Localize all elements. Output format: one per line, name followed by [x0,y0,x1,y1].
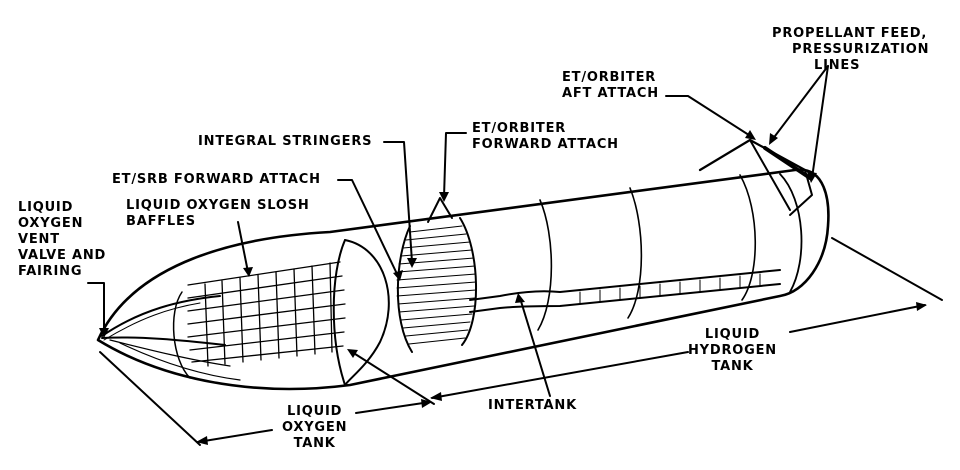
lh2-ring-2 [627,187,643,319]
arrow-orbiter-aft [745,130,756,140]
feed-line-upper [469,269,781,301]
arrow-intertank [515,293,525,303]
lh2-ring-3 [739,174,757,301]
leader-orbiter-aft-attach [665,95,753,138]
leader-srb-forward-attach [337,179,399,277]
dim-line-lox-right [355,401,431,414]
label-liquid-hydrogen-tank: LIQUID HYDROGEN TANK [688,327,777,374]
arrow-lox-vent [99,328,109,338]
lh2-ring-1 [537,199,553,331]
dim-line-lh2-right [789,304,926,333]
label-slosh-baffles: LIQUID OXYGEN SLOSH BAFFLES [126,198,310,229]
feed-line-lower [469,283,781,313]
label-srb-forward-attach: ET/SRB FORWARD ATTACH [112,172,321,187]
lox-aft-dome [344,239,390,386]
arrow-dim-lh2-left [430,392,442,401]
label-liquid-oxygen-tank: LIQUID OXYGEN TANK [282,404,348,451]
dim-tick-left [99,351,201,446]
lh2-aft-dome [779,173,803,293]
leader-lox-tank [351,351,435,405]
leader-slosh-baffles [237,221,249,273]
arrow-dim-lox-right [421,399,432,408]
intertank-aft-edge [459,217,477,346]
fwd-orbiter-attach [427,197,453,223]
slosh-baffles [187,261,346,367]
arrow-dim-lh2-right [916,302,927,311]
arrow-srb [393,270,403,281]
nose-seam-upper [101,295,221,337]
leader-intertank [519,297,551,397]
arrow-lox-tank [347,349,358,358]
dim-tick-right [831,237,943,301]
leader-integral-stringers [383,141,413,263]
nose-seam-lower [101,336,226,346]
label-orbiter-forward-attach: ET/ORBITER FORWARD ATTACH [472,121,619,152]
propellant-line [763,146,812,180]
integral-stringers [396,225,477,345]
arrow-stringers [407,258,417,268]
tank-outline [96,168,830,391]
arrow-orbiter-fwd [439,192,449,202]
ogive-ring [172,291,191,379]
arrow-slosh [243,267,253,277]
leader-propellant-lines-1 [771,65,829,141]
leader-propellant-lines-2 [811,65,829,179]
label-orbiter-aft-attach: ET/ORBITER AFT ATTACH [562,70,659,101]
aft-attach-strut-2 [749,139,791,211]
label-propellant-feed-lines: PROPELLANT FEED, PRESSURIZATION LINES [772,26,930,73]
label-integral-stringers: INTEGRAL STRINGERS [198,134,373,149]
leader-orbiter-forward-attach [443,132,467,198]
arrow-prop-1 [769,133,778,145]
dim-line-lox-left [197,429,273,443]
arrow-prop-2 [807,172,817,183]
arrow-dim-lox-left [196,436,208,445]
label-intertank: INTERTANK [488,398,577,413]
intertank-fwd-edge [396,225,413,353]
dim-line-lh2 [431,351,689,399]
leader-lox-vent [87,282,105,334]
label-lox-vent-valve: LIQUID OXYGEN VENT VALVE AND FAIRING [18,200,107,279]
